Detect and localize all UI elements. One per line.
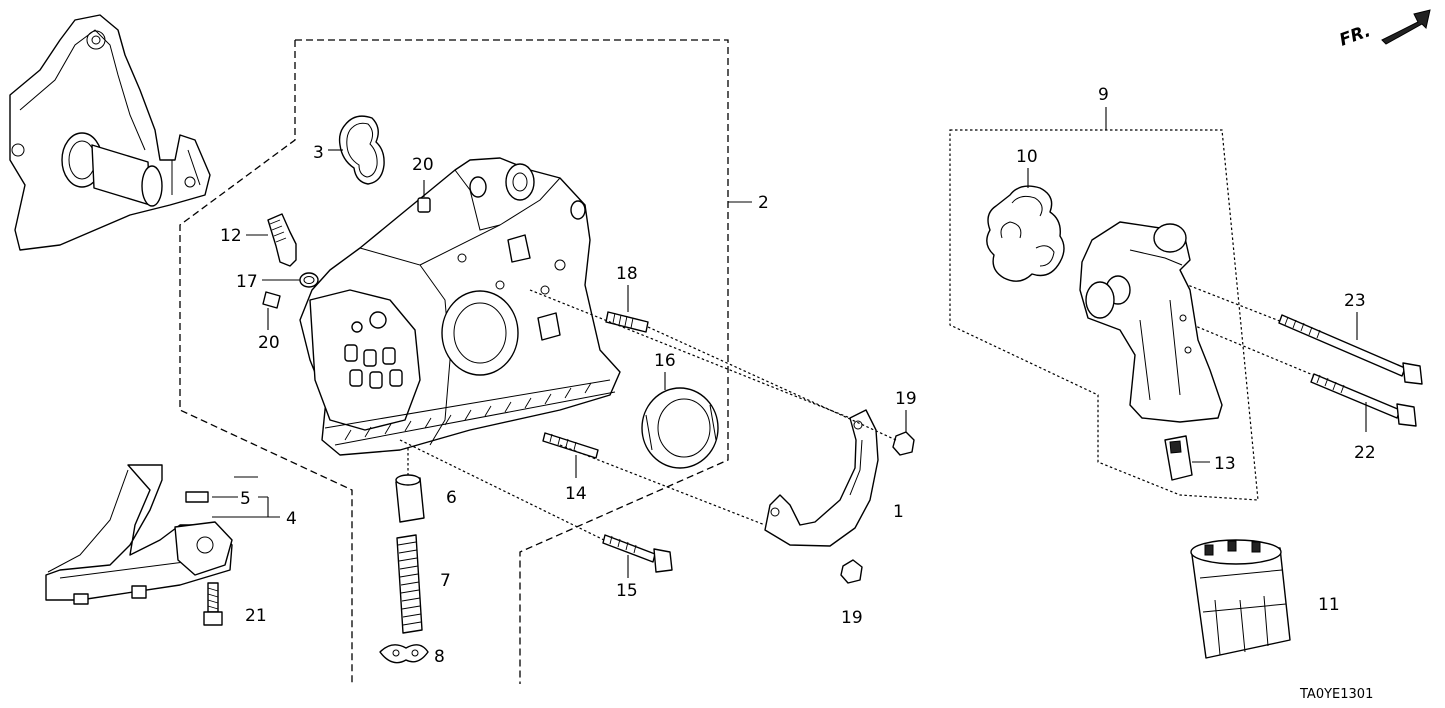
callout-21: 21	[245, 606, 267, 626]
flange-nut-19-lower	[840, 559, 863, 584]
callout-2: 2	[758, 193, 769, 213]
drawing-code: TA0YE1301	[1299, 687, 1373, 702]
stud-bolt-14	[542, 432, 599, 478]
callout-16: 16	[654, 351, 676, 371]
callout-20-lower: 20	[258, 333, 280, 353]
bolt-21	[203, 582, 223, 626]
bolt-23	[1278, 312, 1423, 385]
callout-12: 12	[220, 226, 242, 246]
o-ring-3	[328, 115, 385, 185]
callout-9: 9	[1098, 85, 1109, 105]
front-label: FR.	[1337, 21, 1373, 51]
callout-4-bracket	[212, 496, 280, 518]
clip-8	[379, 644, 429, 664]
callout-19-upper: 19	[895, 389, 917, 409]
stud-bolt-18	[605, 285, 649, 333]
oil-seal-16	[641, 372, 719, 469]
flange-bolt-15	[602, 534, 673, 578]
gasket-5	[185, 476, 258, 503]
callout-4: 4	[286, 509, 297, 529]
callout-1: 1	[893, 502, 904, 522]
spring-7	[396, 534, 423, 634]
callout-8: 8	[434, 647, 445, 667]
oil-strainer	[45, 464, 233, 605]
callout-22: 22	[1354, 443, 1376, 463]
dowel-pin-20-upper	[417, 180, 431, 213]
oil-pressure-switch-12	[246, 213, 297, 267]
baffle-plate-1	[764, 409, 879, 547]
callout-labels: FR. 1 2 3 4 5 6 7 8 9 10 11 12 13 14 15 …	[220, 21, 1376, 702]
front-direction-arrow	[1381, 9, 1431, 45]
callout-19-lower: 19	[841, 608, 863, 628]
callout-5: 5	[240, 489, 251, 509]
engine-block-context	[9, 14, 211, 251]
callout-6: 6	[446, 488, 457, 508]
filter-housing-base	[1079, 221, 1223, 423]
callout-17: 17	[236, 272, 258, 292]
assembly-9-boundary	[949, 107, 1259, 501]
assembly-2-boundary	[179, 39, 752, 684]
oil-pump-body	[299, 157, 621, 456]
callout-14: 14	[565, 484, 587, 504]
flange-nut-19-upper	[892, 410, 915, 456]
o-ring-17	[262, 272, 319, 288]
relief-valve-6	[395, 474, 425, 523]
callout-10: 10	[1016, 147, 1038, 167]
callout-15: 15	[616, 581, 638, 601]
dowel-pin-20-lower	[262, 291, 281, 330]
callout-13: 13	[1214, 454, 1236, 474]
callout-3: 3	[313, 143, 324, 163]
bolt-22	[1310, 373, 1417, 432]
callout-7: 7	[440, 571, 451, 591]
gasket-10	[986, 168, 1065, 282]
callout-20-upper: 20	[412, 155, 434, 175]
callout-11: 11	[1318, 595, 1340, 615]
oil-filter-13	[1164, 435, 1210, 481]
oil-filter-cartridge-11	[1190, 539, 1291, 659]
callout-18: 18	[616, 264, 638, 284]
callout-23: 23	[1344, 291, 1366, 311]
